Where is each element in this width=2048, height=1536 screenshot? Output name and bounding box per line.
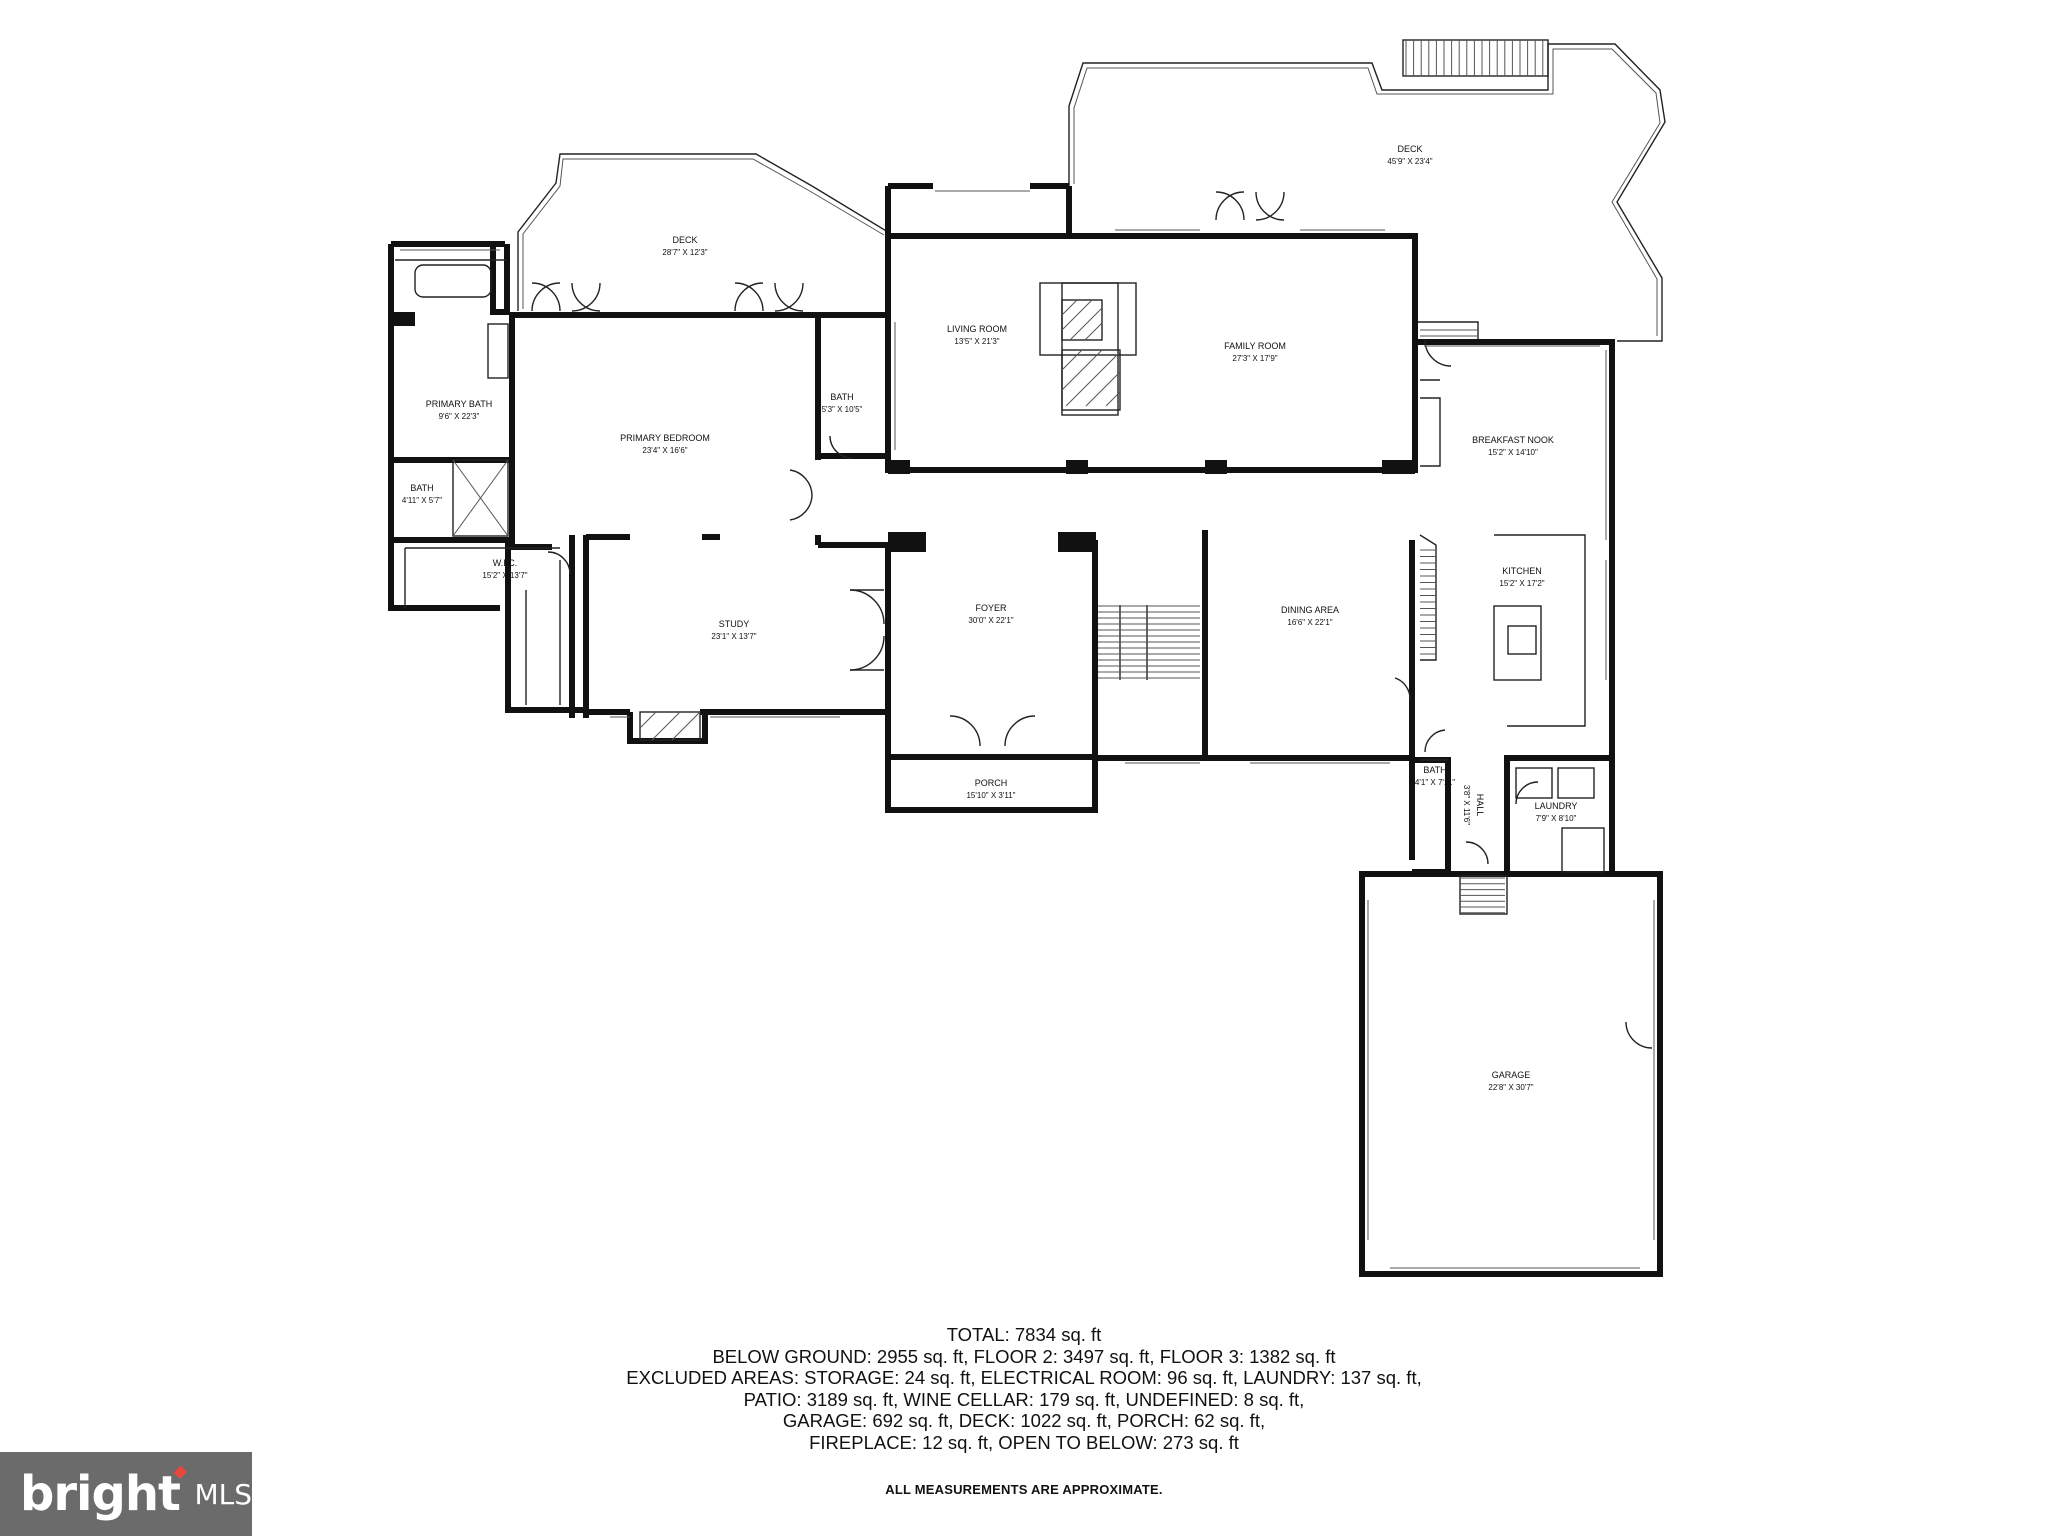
exterior-walls [388,183,1663,1277]
deck-left-name: DECK [672,235,697,245]
bath-b-dim: 4'11" X 5'7" [402,496,442,505]
deck-left-dim: 28'7" X 12'3" [662,248,707,257]
deck-right-name: DECK [1397,144,1422,154]
measurement-note: ALL MEASUREMENTS ARE APPROXIMATE. [885,1482,1163,1497]
bath-a-dim: 5'3" X 10'5" [822,405,863,414]
primary-bedroom-dim: 23'4" X 16'6" [642,446,687,455]
fireplace [639,299,1121,741]
bath-c-dim: 4'1" X 7'11" [1415,778,1455,787]
kitchen-dim: 15'2" X 17'2" [1499,579,1544,588]
bath-a-name: BATH [830,392,853,402]
primary-bath-dim: 9'6" X 22'3" [439,412,480,421]
floors-line: BELOW GROUND: 2955 sq. ft, FLOOR 2: 3497… [712,1345,1336,1367]
excluded-line-1: EXCLUDED AREAS: STORAGE: 24 sq. ft, ELEC… [626,1367,1422,1388]
study-dim: 23'1" X 13'7" [711,632,756,641]
bright-mls-logo: bright MLS [0,1452,252,1536]
garage-dim: 22'8" X 30'7" [1488,1083,1533,1092]
garage-name: GARAGE [1492,1070,1531,1080]
family-room-dim: 27'3" X 17'9" [1232,354,1277,363]
laundry-dim: 7'9" X 8'10" [1536,814,1577,823]
dining-area-name: DINING AREA [1281,605,1339,615]
living-room-dim: 13'5" X 21'3" [954,337,999,346]
excluded-line-4: FIREPLACE: 12 sq. ft, OPEN TO BELOW: 273… [809,1431,1239,1453]
windows [400,190,1655,1269]
bath-c-name: BATH [1423,765,1446,775]
living-room-name: LIVING ROOM [947,324,1007,334]
room-labels: DECK 28'7" X 12'3" DECK 45'9" X 23'4" LI… [402,144,1578,1092]
wic-dim: 15'2" X 13'7" [482,571,527,580]
garage-stairs [1460,877,1505,914]
primary-bedroom-name: PRIMARY BEDROOM [620,433,710,443]
interior-lines [395,259,1605,915]
foyer-name: FOYER [975,603,1007,613]
deck-left-outline [517,153,889,311]
hall-name: HALL [1475,794,1485,817]
excluded-line-3: GARAGE: 692 sq. ft, DECK: 1022 sq. ft, P… [782,1410,1266,1431]
study-name: STUDY [719,619,750,629]
main-stairs [1098,605,1200,679]
primary-bath-name: PRIMARY BATH [426,399,493,409]
bath-b-name: BATH [410,483,433,493]
breakfast-nook-name: BREAKFAST NOOK [1472,435,1554,445]
logo-word: bright [20,1466,181,1522]
laundry-name: LAUNDRY [1535,801,1578,811]
doors [531,191,1653,1049]
foyer-dim: 30'0" X 22'1" [968,616,1013,625]
total-line: TOTAL: 7834 sq. ft [946,1324,1102,1345]
area-summary: TOTAL: 7834 sq. ft BELOW GROUND: 2955 sq… [0,1324,2048,1453]
wic-name: W.I.C. [493,558,518,568]
deck-stairs [1405,40,1544,76]
hall-dim: 3'8" X 11'6" [1462,785,1471,825]
excluded-line-2: PATIO: 3189 sq. ft, WINE CELLAR: 179 sq.… [743,1388,1305,1410]
deck-right-outline [1068,39,1666,342]
columns [391,312,1415,552]
porch-dim: 15'10" X 3'11" [966,791,1015,800]
porch-name: PORCH [975,778,1008,788]
kitchen-name: KITCHEN [1502,566,1542,576]
kitchen-stairs [1420,549,1436,655]
deck-right-dim: 45'9" X 23'4" [1387,157,1432,166]
breakfast-nook-dim: 15'2" X 14'10" [1488,448,1538,457]
dining-area-dim: 16'6" X 22'1" [1287,618,1332,627]
logo-suffix: MLS [194,1477,252,1511]
family-room-name: FAMILY ROOM [1224,341,1286,351]
